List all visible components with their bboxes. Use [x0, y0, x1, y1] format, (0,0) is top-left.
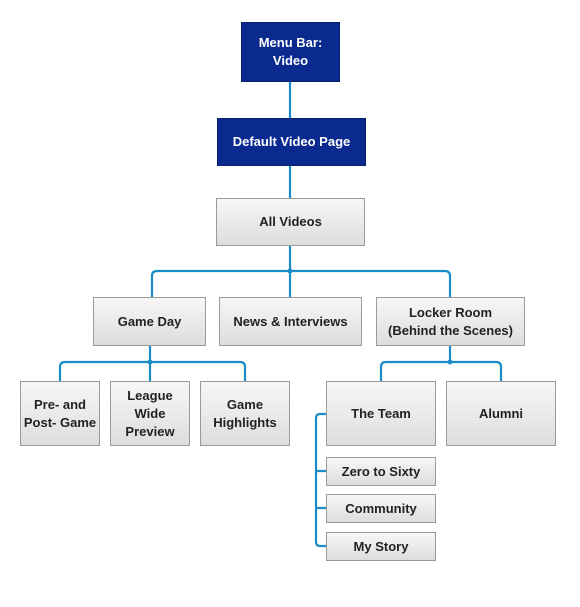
pre-post-game-label: Pre- and Post- Game [23, 396, 97, 430]
game-day-label: Game Day [117, 313, 182, 329]
the-team-label: The Team [351, 405, 411, 421]
connector-team-to-subitems [314, 412, 326, 548]
my-story-node[interactable]: My Story [326, 532, 436, 561]
game-highlights-node[interactable]: Game Highlights [200, 381, 290, 446]
game-highlights-label: Game Highlights [213, 396, 277, 430]
league-wide-preview-node[interactable]: League Wide Preview [110, 381, 190, 446]
pre-post-game-node[interactable]: Pre- and Post- Game [20, 381, 100, 446]
connector-junction-1 [287, 268, 293, 274]
community-label: Community [345, 500, 417, 516]
connector-all-to-level2 [150, 246, 452, 297]
default-video-page-node[interactable]: Default Video Page [217, 118, 366, 166]
zero-to-sixty-node[interactable]: Zero to Sixty [326, 457, 436, 486]
news-interviews-node[interactable]: News & Interviews [219, 297, 362, 346]
menu-bar-video-label: Menu Bar: Video [258, 35, 323, 68]
connector-junction-3 [447, 359, 453, 365]
game-day-node[interactable]: Game Day [93, 297, 206, 346]
connector-junction-2 [147, 359, 153, 365]
connector-gameday-to-children [58, 346, 247, 381]
default-video-page-label: Default Video Page [232, 134, 351, 149]
all-videos-label: All Videos [259, 214, 322, 229]
news-interviews-label: News & Interviews [233, 313, 348, 329]
alumni-label: Alumni [478, 405, 524, 421]
menu-bar-video-node[interactable]: Menu Bar: Video [241, 22, 340, 82]
community-node[interactable]: Community [326, 494, 436, 523]
alumni-node[interactable]: Alumni [446, 381, 556, 446]
my-story-label: My Story [353, 538, 409, 554]
league-wide-preview-label: League Wide Preview [125, 387, 175, 439]
locker-room-node[interactable]: Locker Room (Behind the Scenes) [376, 297, 525, 346]
all-videos-node[interactable]: All Videos [216, 198, 365, 246]
the-team-node[interactable]: The Team [326, 381, 436, 446]
locker-room-label: Locker Room (Behind the Scenes) [388, 304, 513, 338]
zero-to-sixty-label: Zero to Sixty [341, 463, 421, 479]
connector-lockerroom-to-children [379, 346, 503, 381]
